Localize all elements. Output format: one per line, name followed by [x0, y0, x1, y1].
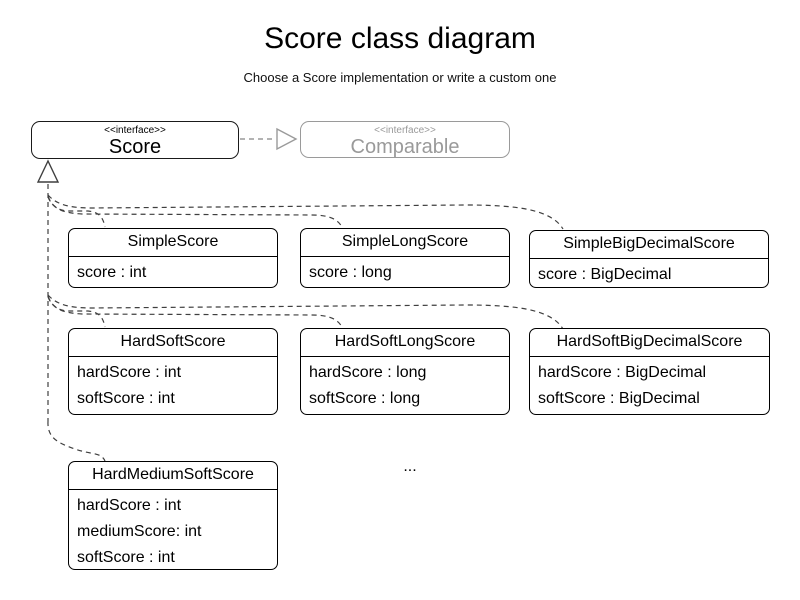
- class-name: HardSoftScore: [69, 329, 277, 357]
- class-attribute: softScore : long: [309, 390, 421, 407]
- interface-score-name: Score: [108, 136, 162, 158]
- class-attribute: softScore : BigDecimal: [538, 390, 700, 407]
- connector-simplebigdecimalscore: [47, 194, 564, 230]
- class-hardsoftlongscore: HardSoftLongScore hardScore : long softS…: [300, 328, 510, 415]
- class-attribute: hardScore : long: [309, 364, 427, 381]
- interface-comparable: <<interface>> Comparable: [300, 121, 510, 158]
- class-name: SimpleBigDecimalScore: [530, 231, 768, 259]
- class-name: SimpleLongScore: [301, 229, 509, 257]
- class-attribute: score : int: [77, 264, 147, 281]
- class-simplelongscore: SimpleLongScore score : long: [300, 228, 510, 288]
- inheritance-arrowhead-icon: [36, 159, 60, 183]
- interface-score: <<interface>> Score: [31, 121, 239, 159]
- connector-hardmediumsoftscore: [47, 420, 106, 462]
- page-subtitle: Choose a Score implementation or write a…: [243, 70, 557, 85]
- class-attribute: hardScore : int: [77, 497, 182, 514]
- class-attribute: score : BigDecimal: [538, 266, 672, 283]
- page-title: Score class diagram: [264, 22, 536, 55]
- connector-simplelongscore: [47, 196, 343, 228]
- class-simplebigdecimalscore: SimpleBigDecimalScore score : BigDecimal: [529, 230, 769, 288]
- class-attribute: hardScore : BigDecimal: [538, 364, 707, 381]
- connector-hardsoftscore: [47, 295, 106, 328]
- more-implementations-ellipsis: ...: [403, 458, 417, 475]
- class-attribute: softScore : int: [77, 390, 175, 407]
- class-name: HardSoftLongScore: [301, 329, 509, 357]
- class-attribute: hardScore : int: [77, 364, 182, 381]
- interface-score-stereotype: <<interface>>: [104, 125, 166, 136]
- realization-arrowhead-icon: [276, 127, 298, 151]
- class-name: HardSoftBigDecimalScore: [530, 329, 769, 357]
- class-attribute: softScore : int: [77, 549, 175, 566]
- class-hardsoftbigdecimalscore: HardSoftBigDecimalScore hardScore : BigD…: [529, 328, 770, 415]
- class-name: SimpleScore: [69, 229, 277, 257]
- connector-hardsoftlongscore: [47, 296, 343, 328]
- class-attribute: mediumScore: int: [77, 523, 202, 540]
- class-name: HardMediumSoftScore: [69, 462, 277, 490]
- interface-comparable-name: Comparable: [350, 136, 460, 158]
- class-hardsoftscore: HardSoftScore hardScore : int softScore …: [68, 328, 278, 415]
- class-hardmediumsoftscore: HardMediumSoftScore hardScore : int medi…: [68, 461, 278, 570]
- class-simplescore: SimpleScore score : int: [68, 228, 278, 288]
- class-attribute: score : long: [309, 264, 392, 281]
- interface-comparable-stereotype: <<interface>>: [374, 125, 436, 136]
- connector-simplescore: [47, 195, 106, 228]
- connector-hardsoftbigdecimalscore: [47, 294, 564, 330]
